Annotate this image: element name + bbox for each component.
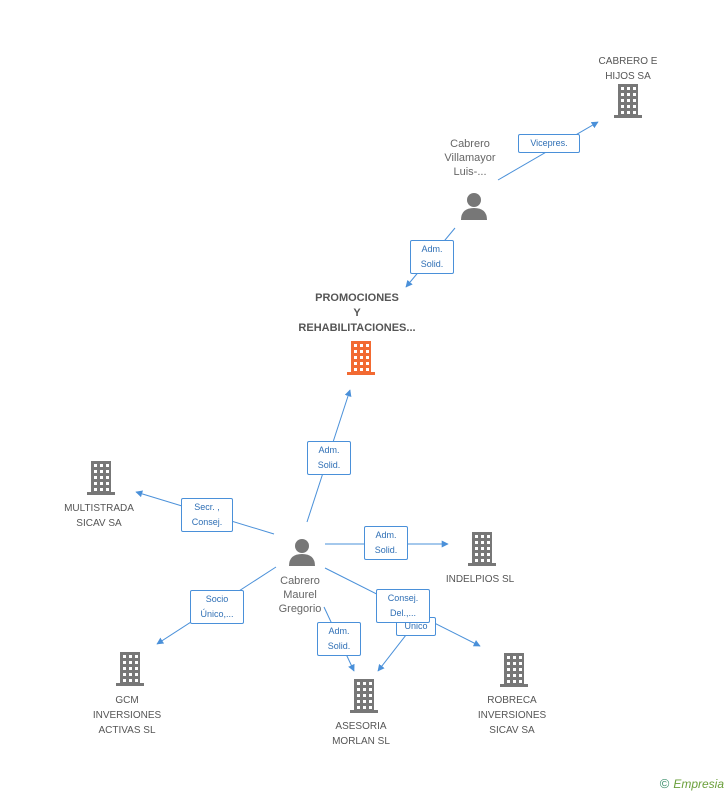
edge-label[interactable]: Socio Único,... bbox=[190, 590, 244, 624]
edge-label[interactable]: Adm. Solid. bbox=[317, 622, 361, 656]
building-icon[interactable] bbox=[613, 84, 643, 123]
node-label-luis[interactable]: Cabrero Villamayor Luis-... bbox=[444, 138, 496, 178]
footer-brand: ©Empresia bbox=[660, 776, 724, 791]
node-label-indelpios[interactable]: INDELPIOS SL bbox=[445, 574, 515, 585]
building-icon[interactable] bbox=[349, 679, 379, 718]
edge-label[interactable]: Vicepres. bbox=[518, 134, 580, 153]
edge-label[interactable]: Secr. , Consej. bbox=[181, 498, 233, 532]
person-icon[interactable] bbox=[287, 537, 317, 572]
edge-label[interactable]: Consej. Del.,... bbox=[376, 589, 430, 623]
node-label-asesoria[interactable]: ASESORIA MORLAN SL bbox=[332, 721, 390, 747]
building-icon[interactable] bbox=[499, 653, 529, 692]
building-icon[interactable] bbox=[86, 461, 116, 500]
node-label-gregorio[interactable]: Cabrero Maurel Gregorio bbox=[278, 575, 322, 615]
edge-label[interactable]: Adm. Solid. bbox=[307, 441, 351, 475]
node-label-robreca[interactable]: ROBRECA INVERSIONES SICAV SA bbox=[477, 695, 547, 736]
building-icon[interactable] bbox=[115, 652, 145, 691]
copyright-symbol: © bbox=[659, 776, 670, 791]
node-label-multistrada[interactable]: MULTISTRADA SICAV SA bbox=[64, 503, 134, 529]
person-icon[interactable] bbox=[459, 191, 489, 226]
building-icon[interactable] bbox=[346, 341, 376, 380]
node-label-promociones[interactable]: PROMOCIONES Y REHABILITACIONES... bbox=[298, 292, 416, 334]
edge-label[interactable]: Adm. Solid. bbox=[410, 240, 454, 274]
building-icon[interactable] bbox=[467, 532, 497, 571]
node-label-gcm[interactable]: GCM INVERSIONES ACTIVAS SL bbox=[92, 695, 162, 736]
edge-label[interactable]: Adm. Solid. bbox=[364, 526, 408, 560]
node-label-cabrero-hijos[interactable]: CABRERO E HIJOS SA bbox=[598, 56, 658, 82]
brand-logo: Empresia bbox=[673, 777, 724, 791]
